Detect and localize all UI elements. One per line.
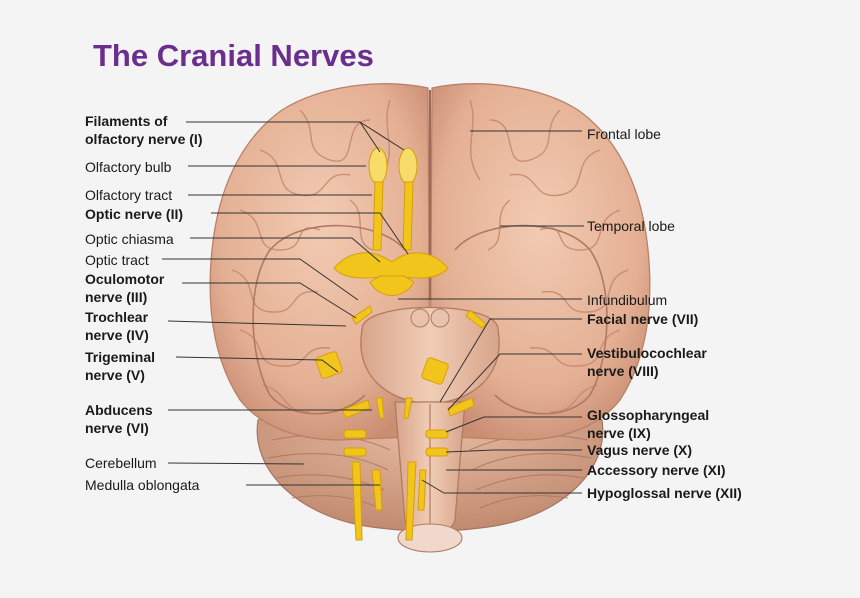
label-line: Glossopharyngeal	[587, 407, 710, 423]
label-facial-nerve: Facial nerve (VII)	[587, 311, 699, 327]
label-olfactory-bulb: Olfactory bulb	[85, 159, 172, 175]
label-line: nerve (IV)	[85, 327, 149, 343]
leader-lines	[162, 121, 584, 494]
label-cerebellum: Cerebellum	[85, 455, 157, 471]
label-line: Abducens	[85, 402, 153, 418]
label-line: nerve (V)	[85, 367, 145, 383]
label-vagus: Vagus nerve (X)	[587, 442, 693, 458]
label-line: Oculomotor	[85, 271, 165, 287]
label-line: Trigeminal	[85, 349, 156, 365]
page-title: The Cranial Nerves	[93, 38, 374, 73]
label-optic-tract: Optic tract	[85, 252, 149, 268]
label-glossopharyngeal: Glossopharyngeal nerve (IX)	[587, 406, 709, 442]
label-medulla: Medulla oblongata	[85, 477, 200, 493]
label-optic-chiasma: Optic chiasma	[85, 231, 174, 247]
label-oculomotor: Oculomotor nerve (III)	[85, 270, 164, 306]
label-trigeminal: Trigeminal nerve (V)	[85, 348, 155, 384]
label-trochlear: Trochlear nerve (IV)	[85, 308, 149, 344]
label-line: Filaments of	[85, 113, 168, 129]
label-optic-nerve: Optic nerve (II)	[85, 206, 184, 222]
label-line: nerve (VIII)	[587, 363, 659, 379]
label-frontal-lobe: Frontal lobe	[587, 126, 661, 142]
label-olfactory-filaments: Filaments of olfactory nerve (I)	[85, 112, 202, 148]
label-temporal-lobe: Temporal lobe	[587, 218, 675, 234]
label-line: nerve (III)	[85, 289, 148, 305]
label-line: nerve (IX)	[587, 425, 651, 441]
label-line: Trochlear	[85, 309, 149, 325]
label-line: olfactory nerve (I)	[85, 131, 203, 147]
cranial-nerves	[315, 147, 487, 541]
label-line: nerve (VI)	[85, 420, 149, 436]
label-accessory: Accessory nerve (XI)	[587, 462, 726, 478]
label-abducens: Abducens nerve (VI)	[85, 401, 153, 437]
label-hypoglossal: Hypoglossal nerve (XII)	[587, 485, 742, 501]
label-olfactory-tract: Olfactory tract	[85, 187, 173, 203]
label-vestibulocochlear: Vestibulocochlear nerve (VIII)	[587, 344, 707, 380]
label-infundibulum: Infundibulum	[587, 292, 668, 308]
label-line: Vestibulocochlear	[587, 345, 707, 361]
